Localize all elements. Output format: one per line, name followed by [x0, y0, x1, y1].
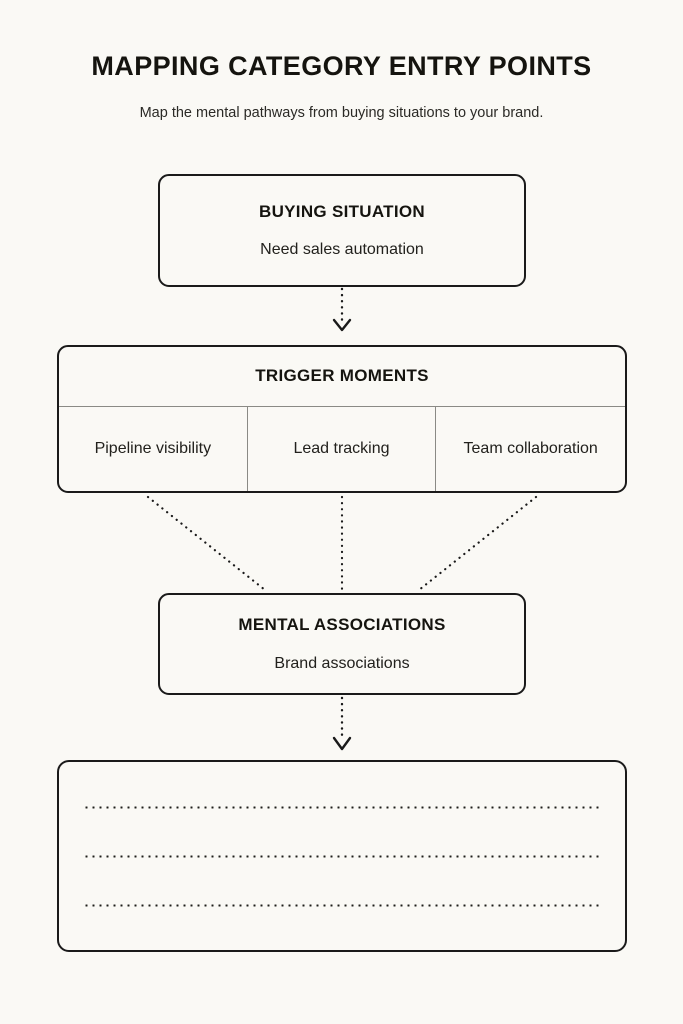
notes-answer-box[interactable] — [57, 760, 627, 952]
connector-trigger-3-to-mental — [417, 495, 538, 592]
node-trigger-moments-heading: TRIGGER MOMENTS — [255, 366, 429, 386]
connector-buying-to-trigger — [332, 287, 352, 332]
trigger-cell-lead-tracking[interactable]: Lead tracking — [248, 407, 437, 491]
note-write-line-2[interactable] — [83, 854, 601, 858]
connector-trigger-1-to-mental — [146, 495, 267, 592]
trigger-cell-pipeline-visibility[interactable]: Pipeline visibility — [59, 407, 248, 491]
note-write-line-1[interactable] — [83, 805, 601, 809]
node-mental-associations-content: MENTAL ASSOCIATIONS Brand associations — [160, 595, 524, 693]
connector-mental-to-notes — [332, 696, 352, 751]
node-buying-situation-heading: BUYING SITUATION — [259, 201, 425, 221]
node-mental-associations-detail: Brand associations — [274, 654, 410, 672]
page-subtitle: Map the mental pathways from buying situ… — [139, 104, 544, 121]
node-trigger-moments[interactable]: TRIGGER MOMENTS Pipeline visibility Lead… — [57, 345, 627, 493]
node-buying-situation[interactable]: BUYING SITUATION Need sales automation — [158, 174, 526, 287]
trigger-cell-team-collaboration[interactable]: Team collaboration — [463, 439, 598, 457]
note-write-line-3[interactable] — [83, 903, 601, 907]
node-buying-situation-content: BUYING SITUATION Need sales automation — [160, 176, 524, 285]
page-title: MAPPING CATEGORY ENTRY POINTS — [91, 51, 592, 81]
node-mental-associations-heading: MENTAL ASSOCIATIONS — [238, 615, 446, 635]
node-buying-situation-detail: Need sales automation — [260, 241, 424, 259]
node-trigger-moments-header: TRIGGER MOMENTS — [59, 347, 625, 407]
node-mental-associations[interactable]: MENTAL ASSOCIATIONS Brand associations — [158, 593, 526, 695]
trigger-cell-row: Pipeline visibility Lead tracking Team c… — [59, 407, 625, 491]
page-header: MAPPING CATEGORY ENTRY POINTS Map the me… — [0, 51, 683, 122]
